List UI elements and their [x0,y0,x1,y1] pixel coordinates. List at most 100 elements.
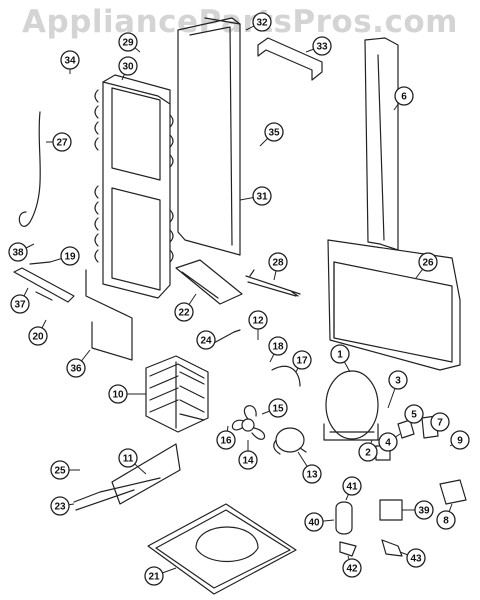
callout-18: 18 [268,336,288,363]
callout-32: 32 [245,12,272,32]
bracket-17-part [271,365,301,387]
callout-label: 40 [308,518,320,529]
callout-circle [304,512,324,532]
callout-40: 40 [304,512,335,532]
plate-part [111,443,181,505]
callout-circle [388,370,408,390]
callout-9: 9 [449,430,470,450]
callout-label: 35 [268,128,280,139]
callout-circle [404,404,424,424]
callout-circle [52,132,72,152]
callout-label: 24 [200,336,212,347]
callout-circle [60,246,80,266]
callout-21: 21 [144,566,177,586]
callout-label: 1 [337,350,343,361]
callout-26: 26 [415,252,438,279]
callout-1: 1 [330,344,351,373]
callout-circle [450,430,470,450]
callout-label: 14 [242,456,254,467]
callout-label: 31 [256,192,268,203]
callout-circle [406,548,426,568]
callout-label: 12 [252,316,264,327]
callout-33: 33 [305,36,332,56]
callout-label: 32 [256,18,268,29]
callout-label: 42 [346,564,358,575]
callout-circle [66,358,86,378]
callout-circle [8,242,28,262]
callout-circle [118,448,138,468]
callout-label: 11 [123,454,134,465]
tube-loop-part [85,269,133,361]
callout-label: 3 [395,376,401,387]
callout-42: 42 [342,555,362,578]
callout-circle [264,122,284,142]
callout-label: 8 [443,516,449,527]
callout-5: 5 [404,404,424,424]
callout-34: 34 [60,50,80,74]
callout-24: 24 [196,330,216,350]
callout-circle [268,336,288,356]
callout-label: 30 [122,62,134,73]
callout-16: 16 [216,425,236,450]
callout-label: 43 [410,554,422,565]
callout-circle [50,460,70,480]
callout-43: 43 [399,548,426,568]
callout-41: 41 [342,476,362,501]
callout-label: 21 [148,572,160,583]
callout-label: 28 [272,258,284,269]
fan-blade-part [231,405,266,440]
callout-13: 13 [297,451,322,484]
callout-2: 2 [358,439,378,462]
callout-circle [238,450,258,470]
callout-circle [418,252,438,272]
callout-circle [118,56,138,76]
callout-label: 16 [220,436,232,447]
callout-label: 18 [272,342,284,353]
callout-23: 23 [50,496,75,516]
callout-circle [342,558,362,578]
channel-part [257,37,323,81]
callout-25: 25 [50,460,80,480]
callout-label: 36 [70,364,82,375]
callout-circle [118,32,138,52]
callout-circle [430,412,450,432]
callout-circle [144,566,164,586]
callout-label: 38 [12,248,24,259]
callout-label: 2 [365,448,371,459]
condenser-part [145,355,209,433]
callout-circle [10,294,30,314]
callout-circle [302,464,322,484]
callout-30: 30 [118,56,138,81]
callout-29: 29 [118,32,141,53]
callout-label: 10 [112,390,124,401]
tube-part [211,329,241,345]
callout-label: 37 [14,300,26,311]
cover-part [177,17,241,256]
strip-part [364,37,399,251]
callout-circle [108,384,128,404]
callout-label: 6 [401,92,407,103]
tray-part [175,259,243,305]
callout-circle [216,430,236,450]
callout-label: 41 [346,482,358,493]
callout-27: 27 [46,132,72,152]
callout-7: 7 [430,412,450,432]
callout-circle [268,398,288,418]
callout-36: 36 [66,349,91,378]
callout-14: 14 [238,440,258,470]
callout-circle [436,510,456,530]
callout-circle [378,432,398,452]
callout-circle [174,302,194,322]
evaporator-part [94,74,174,299]
callout-19: 19 [49,246,80,266]
callout-label: 27 [56,138,68,149]
callout-4: 4 [378,432,401,452]
bracket-42-part [339,541,357,557]
callout-label: 15 [272,404,284,415]
callout-label: 20 [32,332,44,343]
callout-label: 29 [122,38,134,49]
drain-pan-part [147,503,297,595]
callout-label: 9 [457,436,463,447]
bracket-part [29,261,53,301]
